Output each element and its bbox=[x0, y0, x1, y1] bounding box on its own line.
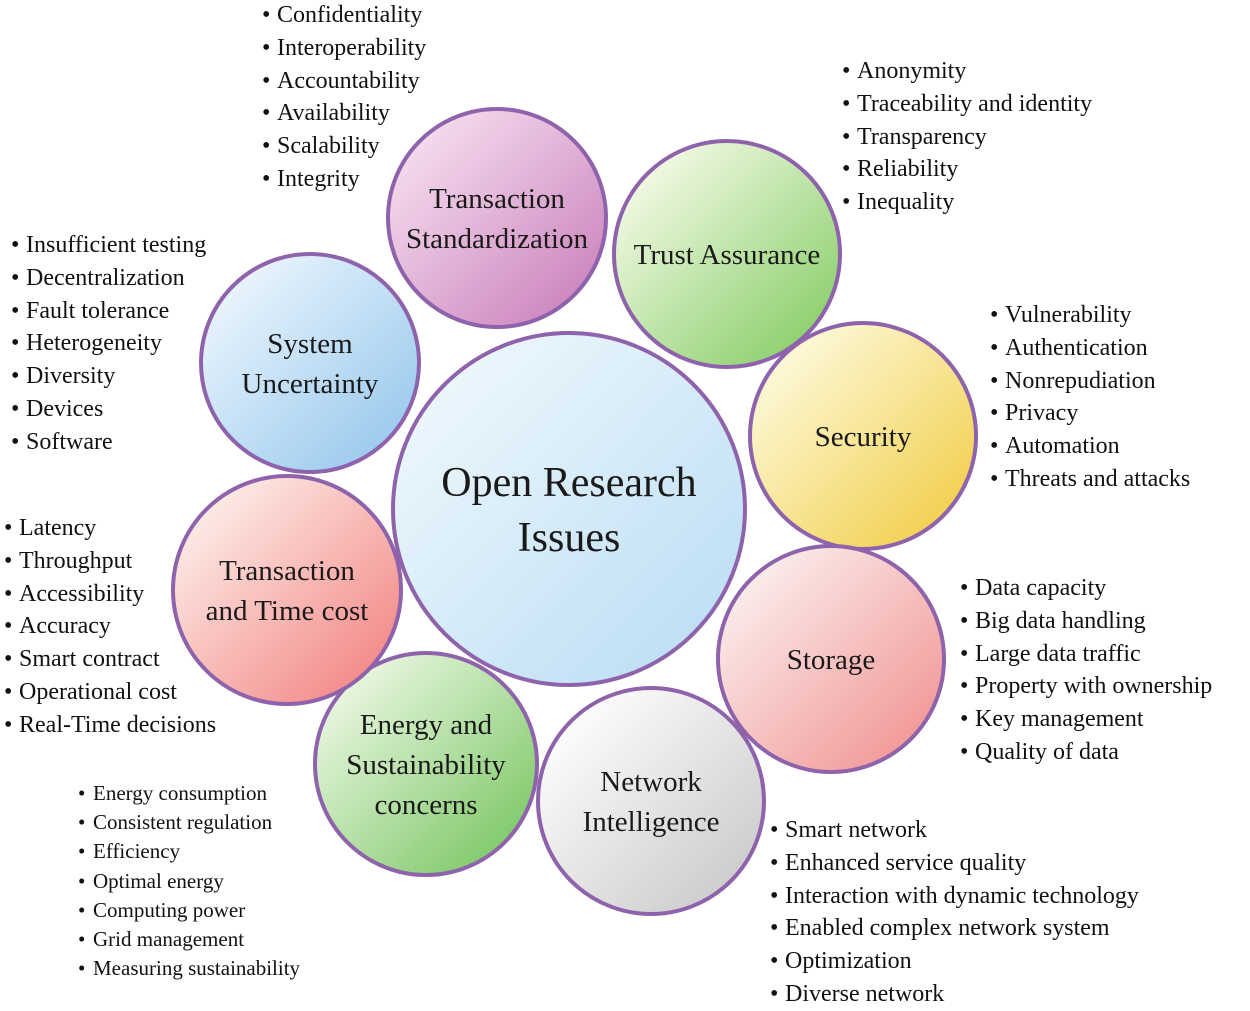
transaction-time-cost-label: and Time cost bbox=[206, 595, 369, 627]
list-item: Interoperability bbox=[262, 32, 426, 65]
center-circle bbox=[391, 331, 747, 687]
list-item: Scalability bbox=[262, 130, 426, 163]
list-item: Data capacity bbox=[960, 572, 1212, 605]
list-item: Privacy bbox=[990, 397, 1190, 430]
list-item: Operational cost bbox=[4, 676, 216, 709]
energy-sustainability-list: Energy consumptionConsistent regulationE… bbox=[78, 779, 300, 983]
system-uncertainty-circle bbox=[199, 252, 421, 474]
list-item: Insufficient testing bbox=[11, 229, 206, 262]
list-item: Vulnerability bbox=[990, 299, 1190, 332]
list-item: Confidentiality bbox=[262, 0, 426, 32]
system-uncertainty-list: Insufficient testingDecentralizationFaul… bbox=[11, 229, 206, 459]
transaction-standardization-label: Standardization bbox=[406, 223, 589, 255]
list-item: Inequality bbox=[842, 186, 1092, 219]
list-item: Efficiency bbox=[78, 837, 300, 866]
list-item: Automation bbox=[990, 430, 1190, 463]
list-item: Interaction with dynamic technology bbox=[770, 880, 1139, 913]
energy-sustainability-label: Energy and bbox=[360, 709, 493, 741]
list-item: Traceability and identity bbox=[842, 88, 1092, 121]
list-item: Property with ownership bbox=[960, 670, 1212, 703]
list-item: Consistent regulation bbox=[78, 808, 300, 837]
list-item: Nonrepudiation bbox=[990, 365, 1190, 398]
list-item: Grid management bbox=[78, 925, 300, 954]
list-item: Anonymity bbox=[842, 55, 1092, 88]
list-item: Accuracy bbox=[4, 610, 216, 643]
trust-assurance-node: Trust Assurance bbox=[612, 139, 842, 369]
list-item: Throughput bbox=[4, 545, 216, 578]
security-list: VulnerabilityAuthenticationNonrepudiatio… bbox=[990, 299, 1190, 496]
list-item: Optimal energy bbox=[78, 867, 300, 896]
transaction-time-cost-label: Transaction bbox=[219, 555, 355, 587]
list-item: Measuring sustainability bbox=[78, 954, 300, 983]
transaction-standardization-list: ConfidentialityInteroperabilityAccountab… bbox=[262, 0, 426, 196]
energy-sustainability-label: Sustainability bbox=[346, 749, 506, 781]
transaction-time-cost-list: LatencyThroughputAccessibilityAccuracySm… bbox=[4, 512, 216, 742]
list-item: Key management bbox=[960, 703, 1212, 736]
list-item: Threats and attacks bbox=[990, 463, 1190, 496]
list-item: Transparency bbox=[842, 121, 1092, 154]
list-item: Quality of data bbox=[960, 736, 1212, 769]
storage-node: Storage bbox=[716, 544, 946, 774]
list-item: Enhanced service quality bbox=[770, 847, 1139, 880]
system-uncertainty-label: System bbox=[267, 328, 353, 360]
list-item: Smart network bbox=[770, 814, 1139, 847]
list-item: Diversity bbox=[11, 360, 206, 393]
list-item: Software bbox=[11, 426, 206, 459]
security-label: Security bbox=[815, 421, 912, 453]
storage-circle bbox=[716, 544, 946, 774]
network-intelligence-circle bbox=[536, 686, 766, 916]
list-item: Optimization bbox=[770, 945, 1139, 978]
storage-label: Storage bbox=[787, 644, 876, 676]
list-item: Big data handling bbox=[960, 605, 1212, 638]
trust-assurance-label: Trust Assurance bbox=[634, 239, 821, 271]
list-item: Decentralization bbox=[11, 262, 206, 295]
security-node: Security bbox=[748, 321, 978, 551]
transaction-standardization-label: Transaction bbox=[429, 183, 565, 215]
list-item: Real-Time decisions bbox=[4, 709, 216, 742]
list-item: Large data traffic bbox=[960, 638, 1212, 671]
energy-sustainability-label: concerns bbox=[374, 789, 477, 821]
list-item: Diverse network bbox=[770, 978, 1139, 1011]
list-item: Reliability bbox=[842, 153, 1092, 186]
network-intelligence-label: Intelligence bbox=[583, 806, 720, 838]
system-uncertainty-label: Uncertainty bbox=[242, 368, 379, 400]
list-item: Heterogeneity bbox=[11, 327, 206, 360]
list-item: Authentication bbox=[990, 332, 1190, 365]
transaction-time-cost-node: Transaction and Time cost bbox=[171, 474, 403, 706]
trust-assurance-list: AnonymityTraceability and identityTransp… bbox=[842, 55, 1092, 219]
list-item: Latency bbox=[4, 512, 216, 545]
storage-list: Data capacityBig data handlingLarge data… bbox=[960, 572, 1212, 769]
list-item: Fault tolerance bbox=[11, 295, 206, 328]
list-item: Devices bbox=[11, 393, 206, 426]
energy-sustainability-circle bbox=[313, 651, 539, 877]
list-item: Accountability bbox=[262, 65, 426, 98]
trust-assurance-circle bbox=[612, 139, 842, 369]
list-item: Energy consumption bbox=[78, 779, 300, 808]
list-item: Availability bbox=[262, 97, 426, 130]
list-item: Computing power bbox=[78, 896, 300, 925]
list-item: Integrity bbox=[262, 163, 426, 196]
transaction-standardization-circle bbox=[386, 107, 608, 329]
center-label: Open Research bbox=[441, 460, 696, 506]
network-intelligence-label: Network bbox=[600, 766, 702, 798]
center-label: Issues bbox=[518, 515, 621, 561]
list-item: Smart contract bbox=[4, 643, 216, 676]
network-intelligence-list: Smart networkEnhanced service qualityInt… bbox=[770, 814, 1139, 1011]
list-item: Enabled complex network system bbox=[770, 912, 1139, 945]
list-item: Accessibility bbox=[4, 578, 216, 611]
